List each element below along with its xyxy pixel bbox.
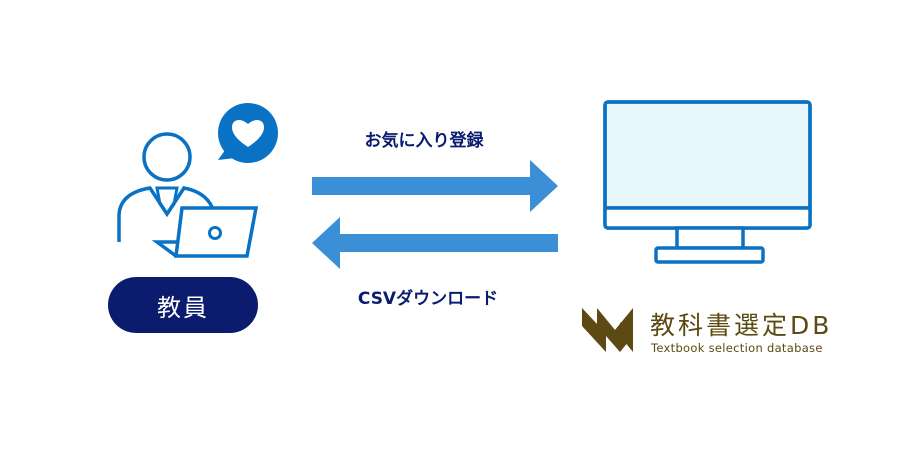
arrow-left [312,217,558,269]
logo-mark [582,308,633,352]
teacher-badge: 教員 [108,277,258,333]
heart-speech-bubble-icon [218,103,278,163]
monitor-icon [603,100,812,264]
teacher-icon [117,132,259,258]
favorite-label: お気に入り登録 [364,131,484,151]
csv-download-label: CSVダウンロード [357,289,499,309]
logo-name-jp: 教科書選定DB [650,311,833,340]
logo-name-en: Textbook selection database [651,341,823,355]
arrow-right [312,160,558,212]
